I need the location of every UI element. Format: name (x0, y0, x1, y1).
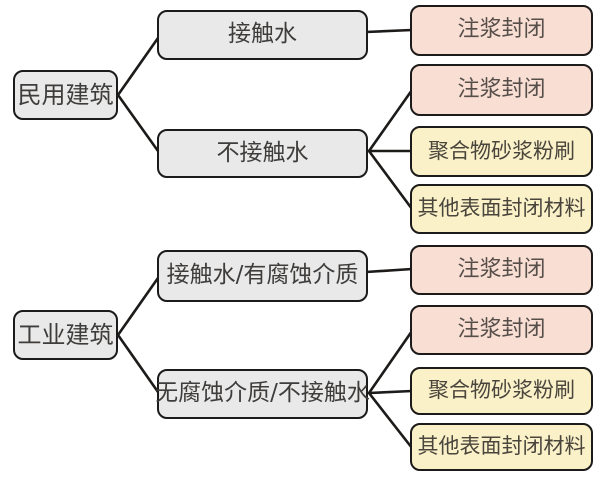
node-label: 工业建筑 (17, 320, 114, 349)
edge-ind-to-noncorr (116, 333, 160, 394)
edge-nocontact-to-other (367, 149, 414, 211)
edge-nocontact-to-grouting (367, 88, 414, 153)
node-civil-ncw-other: 其他表面封闭材料 (410, 184, 593, 234)
edge-contact-to-grouting (364, 28, 414, 34)
node-label: 注浆封闭 (457, 76, 546, 102)
node-civil-cw-grouting: 注浆封闭 (410, 5, 593, 56)
node-label: 接触水 (228, 21, 297, 48)
node-civil-root: 民用建筑 (13, 70, 118, 120)
node-civil-no-contact: 不接触水 (157, 129, 368, 178)
node-ind-corr-grouting: 注浆封闭 (410, 245, 593, 295)
edge-noncorr-to-polymer (367, 389, 414, 395)
node-ind-nc-other: 其他表面封闭材料 (410, 423, 593, 471)
node-industrial-noncorr: 无腐蚀介质/不接触水 (155, 369, 370, 419)
node-label: 其他表面封闭材料 (417, 196, 586, 221)
edge-noncorr-to-grouting (367, 329, 414, 395)
node-label: 聚合物砂浆粉刷 (428, 138, 575, 163)
node-label: 其他表面封闭材料 (417, 434, 586, 459)
edge-civil-to-nocontact (116, 93, 160, 153)
edge-corrosive-to-grouting (364, 267, 414, 274)
node-label: 聚合物砂浆粉刷 (428, 378, 575, 403)
node-label: 注浆封闭 (457, 256, 546, 282)
node-industrial-corrosive: 接触水/有腐蚀介质 (157, 250, 368, 302)
node-ind-nc-grouting: 注浆封闭 (410, 305, 593, 355)
edge-civil-to-contact (116, 36, 160, 97)
node-label: 接触水/有腐蚀介质 (166, 262, 359, 289)
node-civil-ncw-polymer: 聚合物砂浆粉刷 (410, 126, 593, 177)
node-industrial-root: 工业建筑 (13, 310, 118, 360)
node-label: 不接触水 (216, 139, 309, 166)
node-label: 无腐蚀介质/不接触水 (155, 380, 370, 407)
node-ind-nc-polymer: 聚合物砂浆粉刷 (410, 367, 593, 415)
node-civil-ncw-grouting: 注浆封闭 (410, 64, 593, 116)
node-label: 注浆封闭 (457, 316, 546, 342)
edge-noncorr-to-other (367, 391, 414, 450)
node-label: 民用建筑 (17, 80, 114, 109)
node-label: 注浆封闭 (457, 17, 546, 43)
edge-ind-to-corrosive (116, 276, 160, 337)
node-civil-contact-water: 接触水 (157, 10, 368, 60)
